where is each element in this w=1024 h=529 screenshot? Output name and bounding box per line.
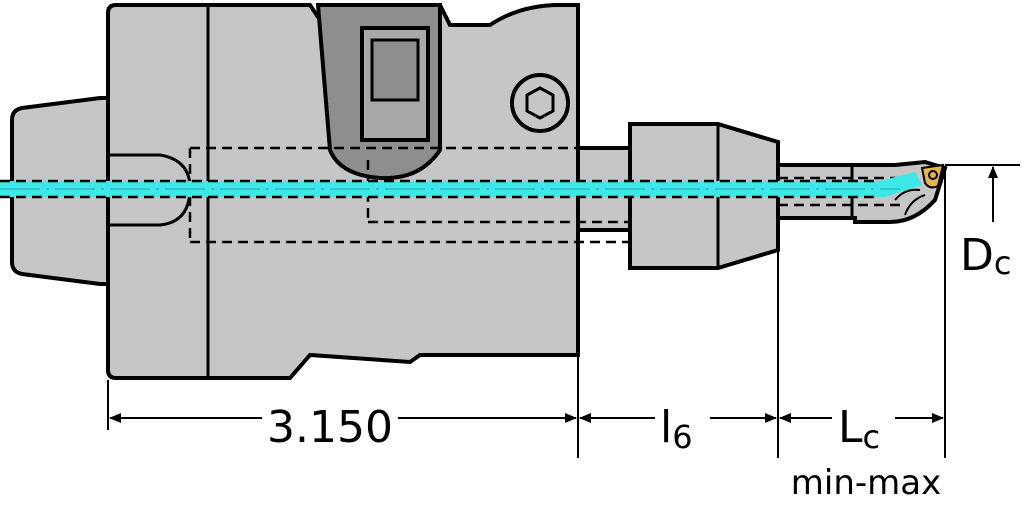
coolant-channel: [0, 172, 922, 199]
lc-min-max-note: min-max: [791, 463, 941, 503]
dc-label: Dc: [960, 230, 1011, 282]
l6-label: l6: [660, 402, 693, 456]
hidden-lines: [188, 146, 900, 244]
lc-label: Lc: [838, 402, 880, 456]
clamp-screw: [370, 38, 420, 102]
extension-lines: [107, 164, 1020, 458]
hex-screw-icon: [510, 73, 570, 133]
cutting-insert: [920, 163, 945, 189]
overall-length-label: 3.150: [267, 402, 393, 453]
dimension-lines: [109, 166, 998, 423]
